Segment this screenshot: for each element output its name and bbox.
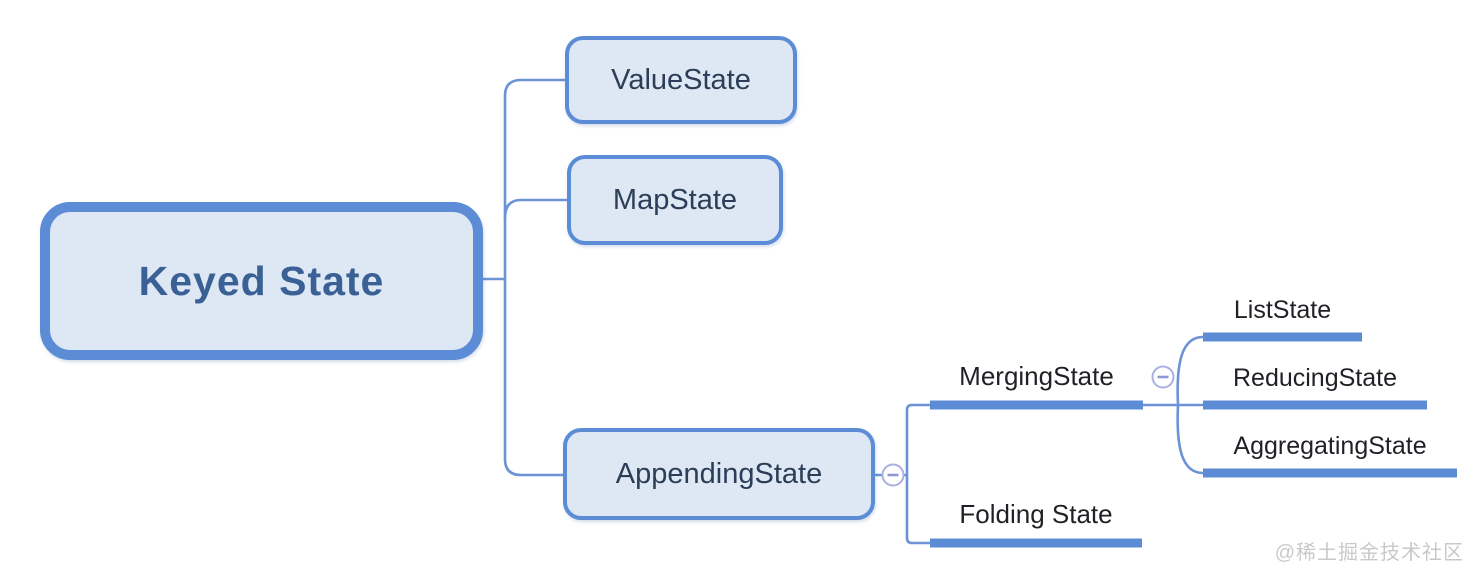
connector-mergingstate-aggregatingstate — [1176, 404, 1204, 475]
node-aggregatingstate[interactable]: AggregatingState — [1203, 429, 1457, 463]
connector-mergingstate-liststate — [1176, 335, 1204, 406]
node-mapstate-label: MapState — [612, 183, 738, 216]
node-liststate[interactable]: ListState — [1203, 293, 1362, 327]
node-mapstate[interactable]: MapState — [567, 155, 783, 245]
node-aggregatingstate-label: AggregatingState — [1233, 432, 1427, 460]
node-valuestate-label: ValueState — [611, 63, 751, 96]
node-appendingstate-label: AppendingState — [615, 457, 823, 490]
connector-trunk-mapstate — [503, 198, 567, 219]
node-mergingstate[interactable]: MergingState — [930, 359, 1143, 393]
node-reducingstate-label: ReducingState — [1232, 364, 1397, 392]
node-mergingstate-label: MergingState — [959, 361, 1114, 391]
watermark-text: @稀土掘金技术社区 — [1274, 542, 1464, 564]
node-reducingstate[interactable]: ReducingState — [1203, 361, 1427, 395]
collapse-toggle-mergingstate[interactable] — [1151, 365, 1175, 389]
node-keyed-state[interactable]: Keyed State — [40, 202, 483, 360]
node-liststate-label: ListState — [1233, 296, 1332, 324]
node-foldingstate-label: Folding State — [959, 499, 1113, 529]
connector-junction-mergingstate — [905, 403, 931, 475]
node-valuestate[interactable]: ValueState — [565, 36, 797, 124]
connector-junction-foldingstate — [905, 475, 931, 545]
node-keyed-state-label: Keyed State — [138, 257, 385, 304]
connector-trunk-valuestate-appendingstate — [503, 78, 565, 477]
collapse-toggle-appendingstate[interactable] — [881, 463, 905, 487]
node-appendingstate[interactable]: AppendingState — [563, 428, 875, 520]
node-foldingstate[interactable]: Folding State — [930, 497, 1142, 531]
